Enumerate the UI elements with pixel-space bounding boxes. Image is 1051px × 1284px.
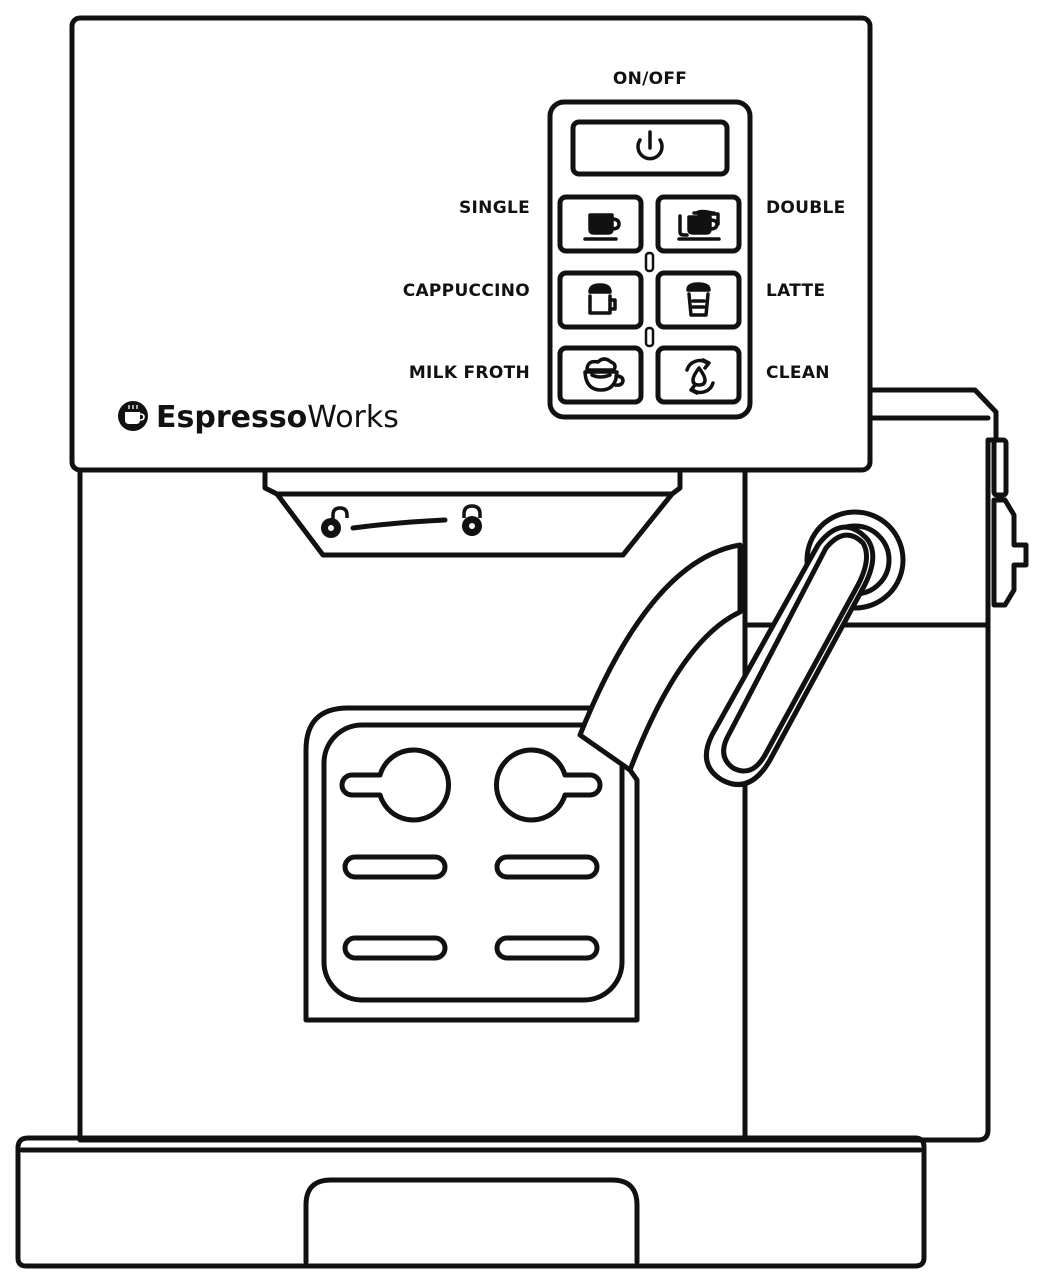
cup-platform: [303, 705, 640, 1023]
machine-body: [77, 467, 748, 1143]
coffee-cup-logo-icon: [118, 401, 148, 431]
side-tank: [742, 387, 1029, 1143]
grate-slot: [342, 854, 448, 880]
button-panel: [547, 99, 753, 420]
latte-glass-icon: [686, 282, 711, 317]
unlock-icon: [321, 506, 349, 538]
single-label: SINGLE: [459, 198, 530, 218]
milk-froth-label: MILK FROTH: [409, 363, 530, 383]
grate-slot: [342, 935, 448, 961]
brew-head: [262, 469, 683, 558]
cappuccino-cup-icon: [588, 283, 617, 315]
control-panel: [69, 15, 873, 473]
grate-slot: [494, 935, 600, 961]
double-button[interactable]: [655, 194, 742, 254]
power-icon: [636, 130, 664, 161]
clean-label: CLEAN: [766, 363, 830, 383]
steam-wand[interactable]: [577, 542, 743, 773]
single-button[interactable]: [557, 194, 644, 254]
single-cup-icon: [583, 213, 621, 241]
clean-button[interactable]: [655, 345, 742, 405]
cappuccino-label: CAPPUCCINO: [403, 281, 530, 301]
grate-slot: [339, 747, 451, 823]
grate-slot: [494, 854, 600, 880]
lock-icon: [462, 504, 482, 536]
on-off-label: ON/OFF: [613, 69, 687, 89]
latte-button[interactable]: [655, 270, 742, 330]
indicator-light: [644, 326, 655, 348]
milk-froth-cup-icon: [583, 357, 625, 392]
indicator-light: [644, 251, 655, 273]
milk-froth-button[interactable]: [557, 345, 644, 405]
brand-name-regular: Works: [307, 400, 399, 435]
clean-cycle-icon: [685, 358, 715, 395]
cappuccino-button[interactable]: [557, 270, 644, 330]
grate-slot: [494, 747, 603, 823]
steam-lever[interactable]: [703, 509, 906, 787]
latte-label: LATTE: [766, 281, 825, 301]
double-cup-icon: [677, 209, 721, 241]
brand-name: EspressoWorks: [156, 400, 399, 435]
drip-tray: [15, 1135, 927, 1269]
power-button[interactable]: [570, 119, 730, 177]
brand-name-bold: Espresso: [156, 400, 307, 435]
double-label: DOUBLE: [766, 198, 846, 218]
